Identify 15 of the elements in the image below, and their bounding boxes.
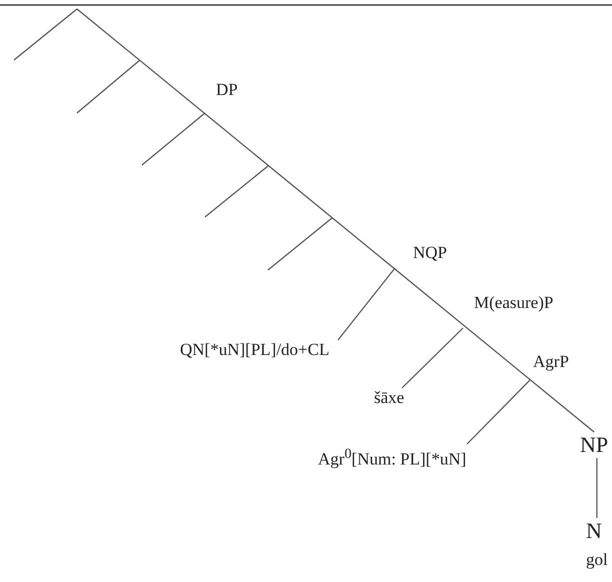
phrase-label: AgrP bbox=[533, 352, 569, 372]
tree-node-label: Agr$^{0}$[Num: PL][*uN] bbox=[318, 444, 466, 470]
tree-node-label: N bbox=[586, 518, 603, 544]
phrase-label: M(easure)P bbox=[474, 293, 554, 313]
tree-node-label: QN[*uN][PL]/do+CL bbox=[180, 340, 330, 360]
word-label: gol bbox=[586, 550, 608, 570]
tree-branch bbox=[596, 458, 598, 518]
phrase-label: NQP bbox=[413, 243, 448, 263]
tree-node-label: šāxe bbox=[374, 388, 404, 408]
phrase-label: DP bbox=[216, 80, 238, 100]
tree-branch bbox=[466, 380, 530, 444]
tree-node-label: NP bbox=[580, 432, 608, 458]
tree-branch bbox=[76, 8, 594, 432]
tree-branch bbox=[402, 328, 464, 388]
tree-branch bbox=[338, 268, 396, 340]
